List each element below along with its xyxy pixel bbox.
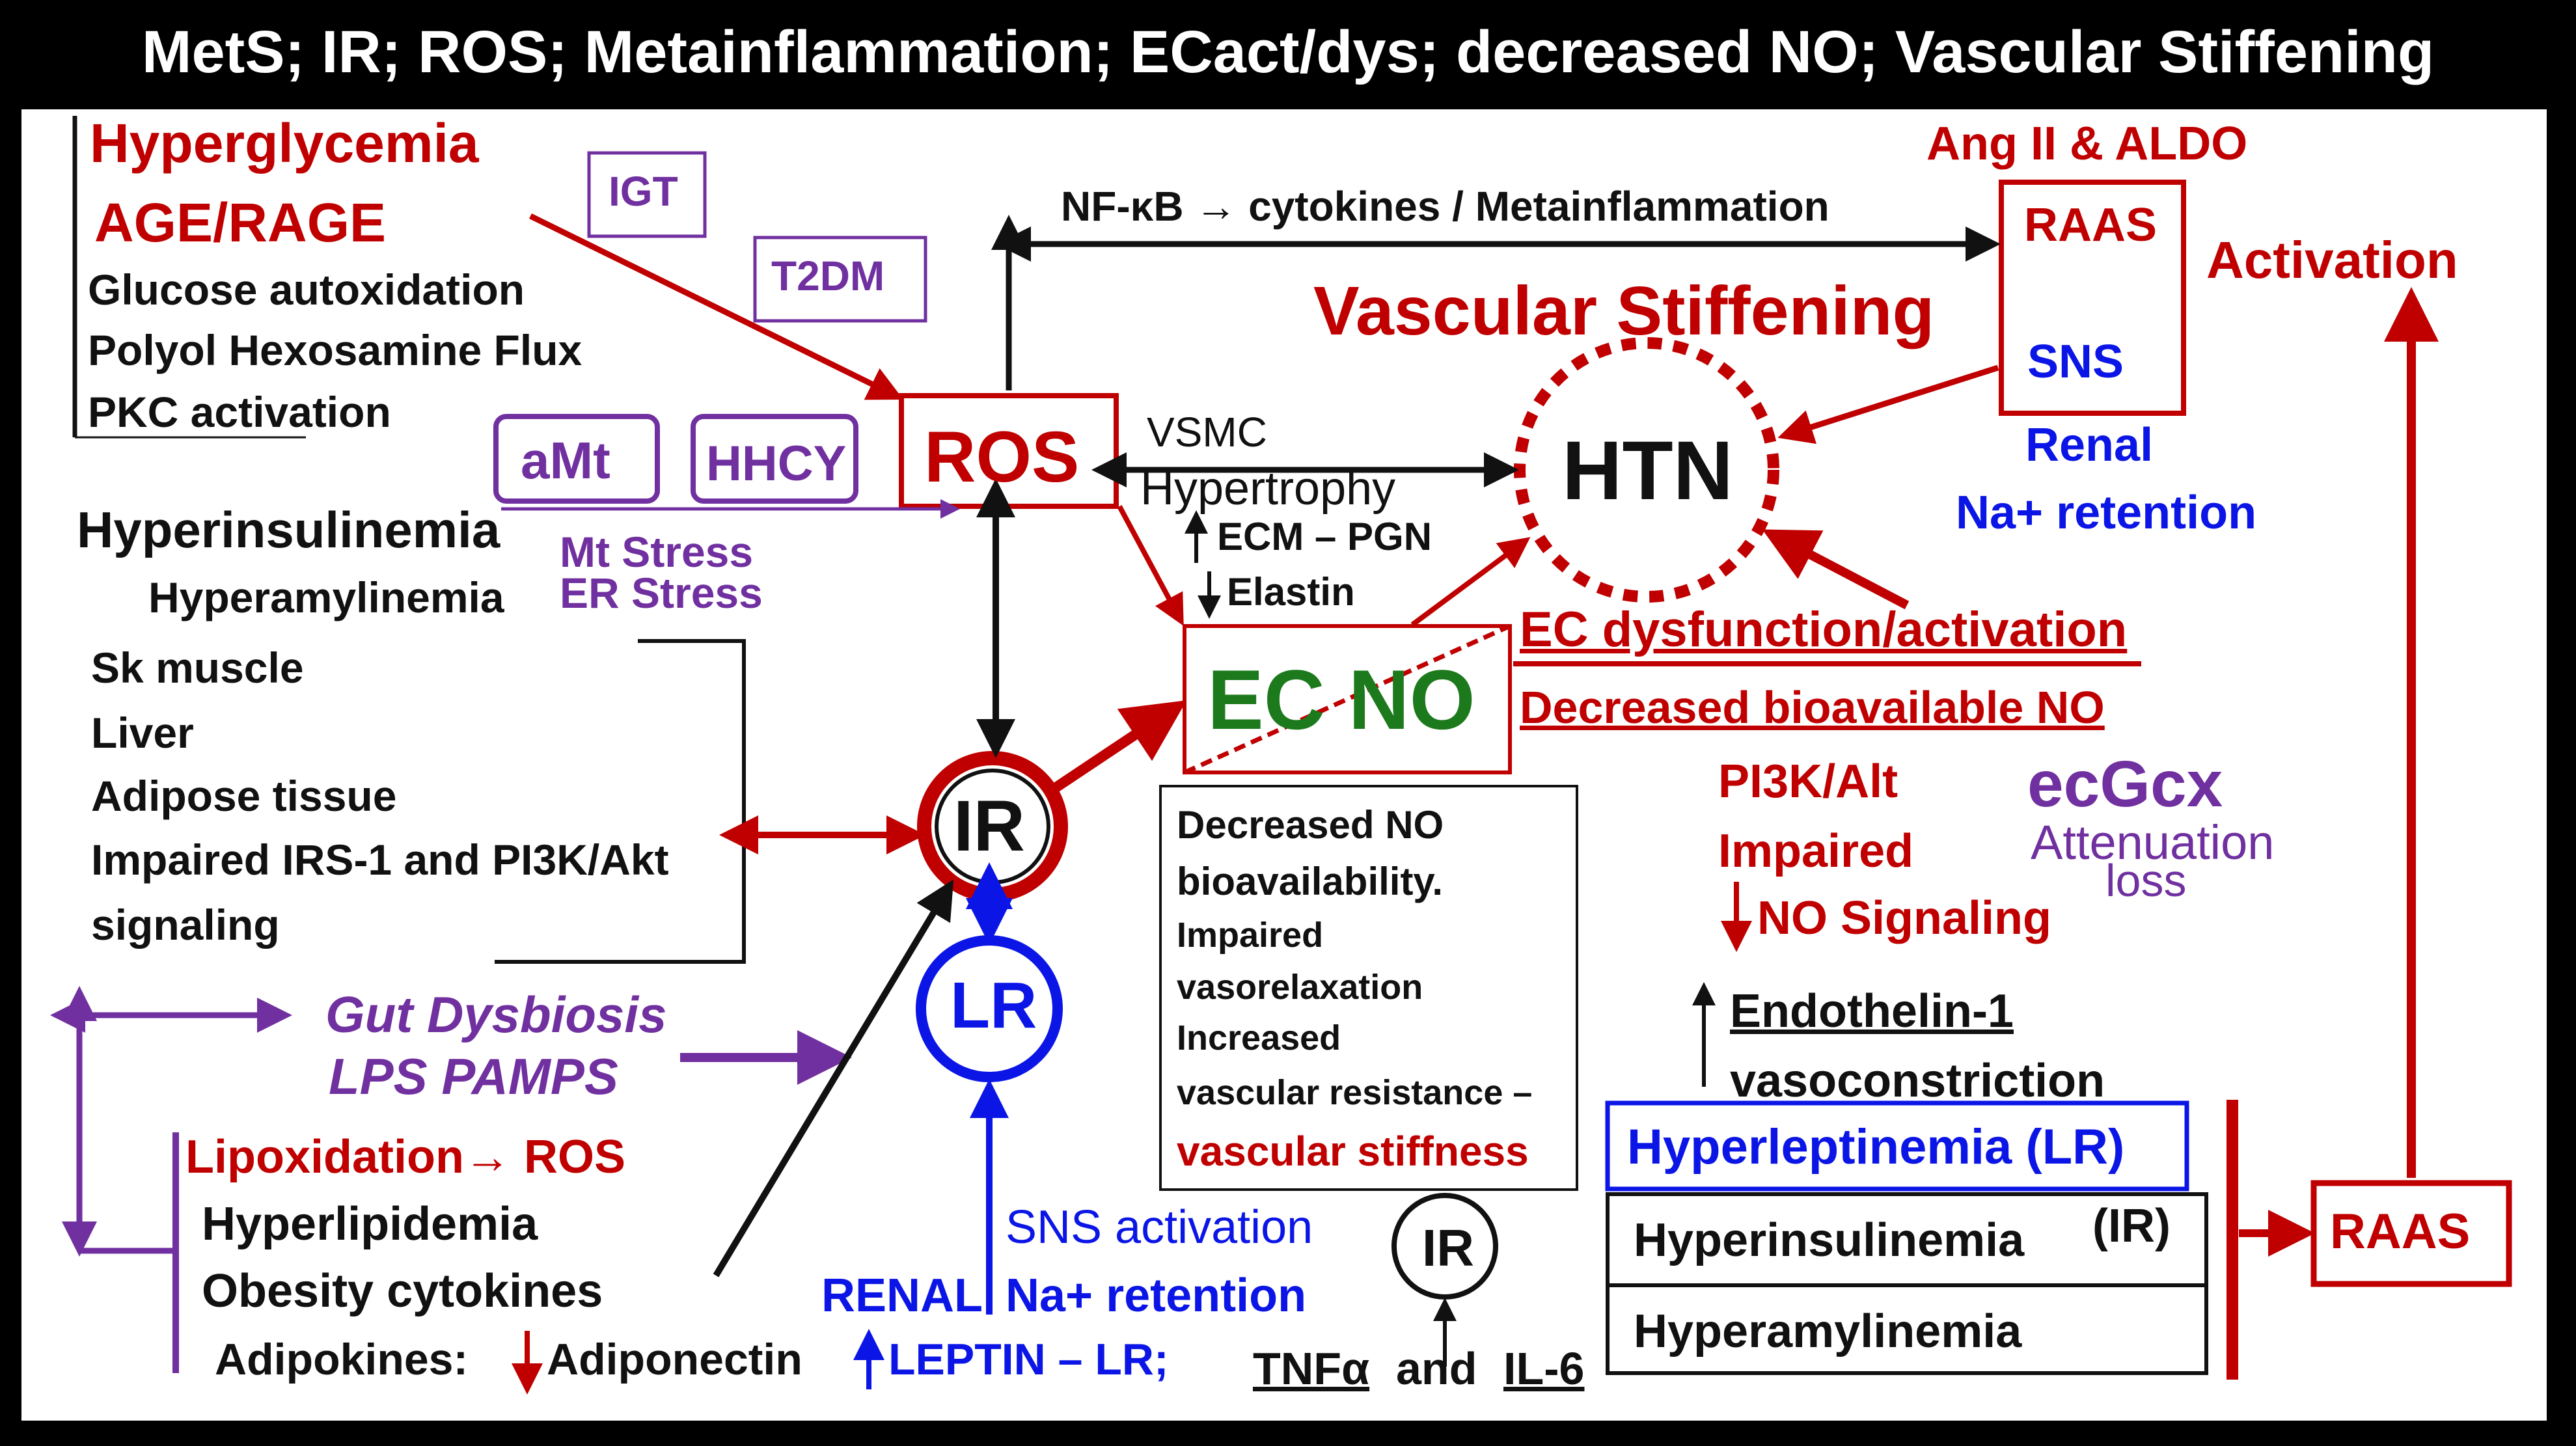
gut-dysbiosis-label: Gut Dysbiosis	[325, 986, 667, 1043]
glucose-autoxidation-label: Glucose autoxidation	[88, 266, 525, 314]
raas-to-htn-arrow	[1777, 364, 1999, 444]
ir-to-ecno-arrow	[1048, 700, 1187, 795]
hyperinsulinemia-left-label: Hyperinsulinemia	[77, 501, 500, 558]
tnf-label: TNFα	[1253, 1343, 1370, 1394]
sk-muscle-label: Sk muscle	[91, 644, 304, 692]
t2dm-label: T2DM	[771, 252, 885, 299]
ros-to-ecno-arrow	[1117, 505, 1184, 627]
ecm-pgn-label: ECM – PGN	[1217, 515, 1432, 558]
renal-label: RENAL	[821, 1270, 983, 1322]
ir-small-circle	[1391, 1193, 1498, 1300]
adipose-label: Adipose tissue	[91, 772, 397, 820]
raas-top-box	[1999, 180, 2186, 416]
no-box-line-1: Decreased NO	[1177, 803, 1444, 847]
amt-box	[493, 414, 660, 504]
irs-label: Impaired IRS-1 and PI3K/Akt	[91, 836, 669, 884]
no-box-line-7: vascular stiffness	[1177, 1128, 1529, 1175]
no-box-line-5: Increased	[1177, 1018, 1341, 1057]
hyperlipidemia-label: Hyperlipidemia	[202, 1198, 538, 1250]
sns-right-label: SNS	[2027, 336, 2124, 388]
hhcy-box	[691, 414, 858, 504]
no-signaling-label: NO Signaling	[1757, 892, 2052, 944]
hyperamylinemia-box	[1606, 1283, 2208, 1375]
elastin-label: Elastin	[1227, 570, 1355, 614]
no-box-line-4: vasorelaxation	[1177, 968, 1423, 1007]
il6-label: IL-6	[1503, 1343, 1585, 1394]
ec-no-slash	[1183, 623, 1511, 775]
htn-label: HTN	[1562, 424, 1734, 517]
igt-label: IGT	[609, 168, 678, 215]
na-retention-right-label: Na+ retention	[1956, 487, 2257, 539]
hyperglycemia-to-ros-arrow	[529, 213, 904, 400]
hyperleptinemia-box	[1605, 1100, 2189, 1192]
obesity-cytokines-label: Obesity cytokines	[202, 1265, 603, 1317]
vascular-stiffening-label: Vascular Stiffening	[1313, 273, 1935, 349]
er-stress-label: ER Stress	[560, 569, 763, 617]
ros-label: ROS	[924, 417, 1080, 497]
ecno-to-htn-arrow	[1410, 537, 1531, 627]
endothelin-label: Endothelin-1	[1730, 985, 2014, 1037]
hyperinsulinemia-box	[1606, 1192, 2208, 1287]
obesity-to-ir-arrow	[713, 879, 954, 1277]
ec-dysfunction-label: EC dysfunction/activation	[1520, 602, 2128, 657]
ecgcx-label: ecGcx	[2027, 748, 2223, 821]
sns-activation-label: SNS activation	[1006, 1201, 1313, 1253]
and-label: and	[1396, 1343, 1477, 1394]
no-box-line-3: Impaired	[1177, 916, 1324, 955]
t2dm-box	[753, 236, 927, 323]
hhcy-label: HHCY	[706, 436, 847, 491]
ang-aldo-label: Ang II & ALDO	[1926, 118, 2248, 170]
tissue-bracket	[495, 639, 746, 964]
hypertrophy-label: Hypertrophy	[1140, 463, 1396, 515]
ec-no-label: EC NO	[1207, 652, 1475, 747]
raas-bottom-label: RAAS	[2330, 1204, 2471, 1259]
no-box-line-6: vascular resistance –	[1177, 1073, 1533, 1112]
adipokines-label: Adipokines:	[215, 1335, 469, 1384]
ir-label: IR	[953, 786, 1025, 866]
ir-small-label: IR	[1422, 1219, 1474, 1277]
mt-stress-label: Mt Stress	[560, 528, 754, 576]
hyperamylinemia-right-label: Hyperamylinemia	[1634, 1305, 2022, 1357]
no-info-box	[1159, 785, 1578, 1191]
pkc-label: PKC activation	[88, 388, 391, 436]
polyol-label: Polyol Hexosamine Flux	[88, 326, 582, 374]
no-box-line-2: bioavailability.	[1177, 860, 1444, 903]
vsmc-label: VSMC	[1147, 409, 1267, 456]
raas-top-label: RAAS	[2024, 199, 2158, 251]
hyperleptinemia-label: Hyperleptinemia (LR)	[1627, 1119, 2125, 1175]
attenuation-label: Attenuation	[2031, 815, 2275, 869]
htn-circle	[1514, 337, 1779, 603]
lr-label: LR	[950, 969, 1037, 1042]
pi3k-label: PI3K/Alt	[1718, 756, 1898, 808]
renal-right-label: Renal	[2025, 419, 2154, 471]
ir-paren-label: (IR)	[2092, 1200, 2171, 1252]
amt-label: aMt	[521, 431, 610, 489]
impaired-label: Impaired	[1718, 825, 1914, 877]
activation-label: Activation	[2206, 231, 2458, 289]
age-rage-label: AGE/RAGE	[94, 192, 387, 253]
lps-pamps-label: LPS PAMPS	[329, 1048, 618, 1105]
na-retention-label: Na+ retention	[1006, 1270, 1307, 1322]
vasoconstriction-label: vasoconstriction	[1730, 1055, 2105, 1107]
adiponectin-label: Adiponectin	[547, 1335, 802, 1384]
decreased-bioavailable-no-label: Decreased bioavailable NO	[1520, 682, 2105, 733]
igt-box	[587, 151, 707, 238]
hyperglycemia-label: Hyperglycemia	[90, 113, 479, 174]
liver-label: Liver	[91, 709, 194, 757]
nfkb-label: NF-κB → cytokines / Metainflammation	[1061, 183, 1829, 230]
signaling-label: signaling	[91, 901, 280, 949]
hyperamylinemia-left-label: Hyperamylinemia	[148, 573, 504, 621]
lipoxidation-label: Lipoxidation→ ROS	[185, 1131, 625, 1183]
loss-label: loss	[2105, 855, 2187, 906]
hyperinsulinemia-right-label: Hyperinsulinemia	[1634, 1214, 2025, 1266]
leptin-label: LEPTIN – LR;	[888, 1335, 1169, 1384]
diagram-title: MetS; IR; ROS; Metainflammation; ECact/d…	[141, 19, 2435, 85]
ec-dys-to-htn-arrow	[1762, 529, 1910, 610]
